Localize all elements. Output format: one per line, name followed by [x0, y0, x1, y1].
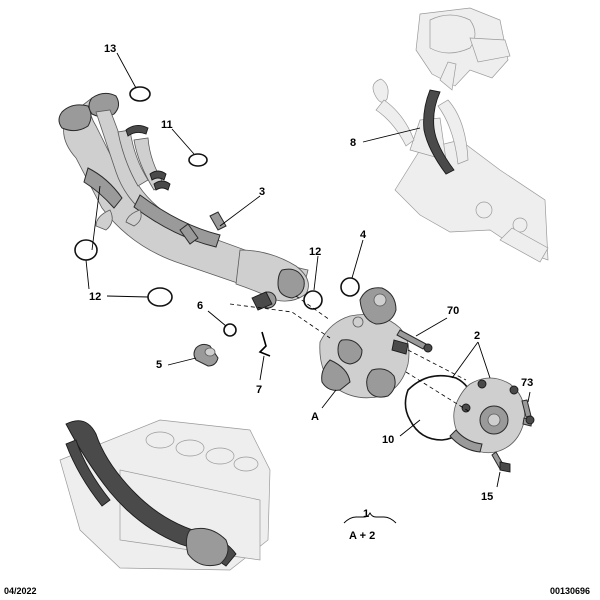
- assembly-dash-bolt: [407, 349, 467, 381]
- callout-8: 8: [350, 137, 356, 149]
- leader-12a: [106, 295, 149, 298]
- water-pump-2: [449, 377, 533, 454]
- callout-13: 13: [104, 43, 116, 55]
- bolt-73: [521, 399, 535, 425]
- callout-15: 15: [481, 491, 493, 503]
- callout-10: 10: [382, 434, 394, 446]
- assembly-dash-right: [405, 371, 471, 413]
- assembly-dash-seal: [295, 295, 331, 321]
- engine-block-location-inset: [59, 419, 271, 571]
- hose-clamps: [125, 125, 171, 191]
- leader-7: [259, 355, 265, 381]
- leader-12-right: [313, 255, 319, 291]
- leader-lines: [85, 52, 531, 524]
- callout-70: 70: [447, 305, 459, 317]
- sensor-plug-5: [193, 343, 219, 367]
- leader-12b: [85, 259, 90, 290]
- footer-reference: 00130696: [550, 586, 590, 596]
- brace-1: [343, 511, 397, 524]
- leader-5: [167, 357, 197, 366]
- seal-4: [340, 277, 360, 297]
- seal-11: [188, 153, 208, 167]
- seal-12-left: [74, 239, 98, 261]
- callout-1-subassembly: A + 2: [349, 530, 375, 542]
- leader-10: [399, 419, 421, 437]
- clip-7: [258, 331, 271, 357]
- callout-11: 11: [161, 119, 173, 131]
- callout-12-right: 12: [309, 246, 321, 258]
- seal-13: [129, 86, 151, 102]
- footer-date: 04/2022: [4, 586, 37, 596]
- leader-6: [207, 310, 227, 327]
- leader-12c: [91, 185, 101, 251]
- callout-1: 1: [363, 508, 369, 520]
- callout-73: 73: [521, 377, 533, 389]
- seal-12-center: [147, 287, 173, 307]
- leader-A: [321, 389, 337, 409]
- callout-2: 2: [474, 330, 480, 342]
- callouts: 13 11 8 3 4 12 12 6 70 2 5 7 73 A 10 15 …: [89, 43, 533, 542]
- leader-13: [116, 52, 137, 89]
- thermostat-housing-A: [319, 287, 410, 399]
- leader-11: [171, 128, 195, 155]
- seal-6: [223, 323, 237, 337]
- callout-12-left: 12: [89, 291, 101, 303]
- inset-turbo-hose-illustration: [372, 7, 549, 263]
- callout-7: 7: [256, 384, 262, 396]
- leader-15: [496, 471, 501, 488]
- leader-8: [362, 127, 421, 143]
- callout-A: A: [311, 411, 319, 423]
- leader-70: [415, 317, 448, 337]
- assembly-dash-left: [229, 303, 331, 339]
- callout-3: 3: [259, 186, 265, 198]
- leader-2b: [477, 341, 491, 379]
- leader-2a: [451, 341, 479, 379]
- water-manifold-pipe: [58, 92, 309, 311]
- callout-4: 4: [360, 229, 367, 241]
- bolt-70: [396, 329, 433, 353]
- callout-6: 6: [197, 300, 203, 312]
- seal-12-right: [303, 290, 323, 310]
- bolt-15: [491, 451, 511, 473]
- leader-73: [527, 391, 531, 403]
- callout-5: 5: [156, 359, 162, 371]
- leader-4: [351, 239, 364, 279]
- leader-3: [219, 195, 261, 227]
